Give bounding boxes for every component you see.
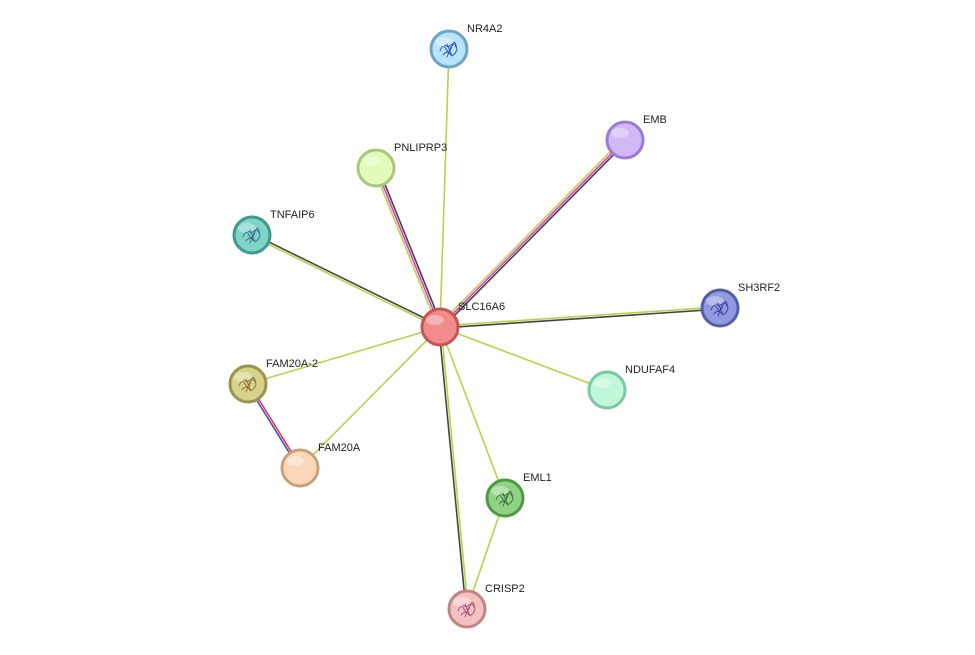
node-highlight bbox=[453, 597, 471, 607]
edge-slc16a6-fam20a-2[interactable] bbox=[247, 326, 441, 385]
node-tnfaip6[interactable]: TNFAIP6 bbox=[232, 209, 315, 255]
edge-evidence-line bbox=[440, 308, 721, 329]
edge-slc16a6-eml1[interactable] bbox=[439, 326, 506, 499]
edge-evidence-line bbox=[439, 48, 450, 328]
edge-evidence-line bbox=[251, 235, 440, 329]
node-label: NDUFAF4 bbox=[625, 364, 675, 376]
node-highlight bbox=[286, 456, 304, 466]
node-label: EML1 bbox=[523, 472, 552, 484]
edge-evidence-line bbox=[299, 326, 441, 469]
node-ndufaf4[interactable]: NDUFAF4 bbox=[587, 364, 675, 410]
node-fam20a[interactable]: FAM20A bbox=[280, 442, 361, 488]
node-circle[interactable] bbox=[587, 370, 627, 410]
node-label: PNLIPRP3 bbox=[394, 142, 447, 154]
edge-evidence-line bbox=[252, 233, 441, 327]
edge-slc16a6-tnfaip6[interactable] bbox=[251, 233, 441, 329]
node-pnliprp3[interactable]: PNLIPRP3 bbox=[356, 142, 447, 188]
protein-structure-icon bbox=[710, 300, 729, 317]
node-highlight bbox=[435, 37, 453, 47]
edge-evidence-line bbox=[375, 167, 441, 328]
edge-evidence-line bbox=[440, 140, 628, 330]
node-label: CRISP2 bbox=[485, 583, 525, 595]
edge-evidence-line bbox=[437, 137, 625, 327]
node-emb[interactable]: EMB bbox=[605, 114, 667, 160]
protein-structure-icon bbox=[495, 490, 514, 507]
edge-evidence-line bbox=[439, 139, 626, 328]
node-circle[interactable] bbox=[605, 120, 645, 160]
node-highlight bbox=[593, 378, 611, 388]
edge-evidence-line bbox=[440, 326, 469, 609]
edges-layer bbox=[246, 48, 721, 610]
node-label: FAM20A-2 bbox=[266, 358, 318, 370]
node-circle[interactable] bbox=[420, 307, 460, 347]
protein-structure-icon bbox=[457, 601, 476, 618]
node-nr4a2[interactable]: NR4A2 bbox=[429, 23, 502, 69]
node-label: TNFAIP6 bbox=[270, 209, 315, 221]
node-eml1[interactable]: EML1 bbox=[485, 472, 552, 518]
edge-evidence-line bbox=[377, 166, 443, 327]
node-highlight bbox=[362, 156, 380, 166]
node-highlight bbox=[238, 223, 256, 233]
node-slc16a6[interactable]: SLC16A6 bbox=[420, 301, 505, 347]
edge-evidence-line bbox=[438, 327, 467, 610]
node-highlight bbox=[611, 128, 629, 138]
node-sh3rf2[interactable]: SH3RF2 bbox=[700, 282, 780, 328]
node-circle[interactable] bbox=[356, 148, 396, 188]
node-label: SH3RF2 bbox=[738, 282, 780, 294]
edge-evidence-line bbox=[373, 168, 439, 329]
edge-evidence-line bbox=[439, 326, 506, 499]
node-label: FAM20A bbox=[318, 442, 361, 454]
node-highlight bbox=[234, 372, 252, 382]
node-label: EMB bbox=[643, 114, 667, 126]
protein-structure-icon bbox=[439, 41, 458, 58]
edge-slc16a6-nr4a2[interactable] bbox=[439, 48, 450, 328]
edge-evidence-line bbox=[439, 306, 720, 327]
node-highlight bbox=[706, 296, 724, 306]
edge-evidence-line bbox=[247, 326, 441, 385]
edge-slc16a6-sh3rf2[interactable] bbox=[439, 306, 721, 329]
edge-eml1-crisp2[interactable] bbox=[466, 497, 506, 610]
node-highlight bbox=[491, 486, 509, 496]
edge-slc16a6-emb[interactable] bbox=[437, 137, 628, 330]
node-highlight bbox=[426, 315, 444, 325]
node-label: NR4A2 bbox=[467, 23, 502, 35]
node-circle[interactable] bbox=[280, 448, 320, 488]
edge-evidence-line bbox=[466, 497, 506, 610]
edge-slc16a6-ndufaf4[interactable] bbox=[439, 326, 608, 391]
protein-structure-icon bbox=[242, 227, 261, 244]
edge-slc16a6-crisp2[interactable] bbox=[438, 326, 469, 610]
node-fam20a-2[interactable]: FAM20A-2 bbox=[228, 358, 318, 404]
edge-slc16a6-pnliprp3[interactable] bbox=[373, 166, 443, 329]
edge-evidence-line bbox=[439, 326, 608, 391]
node-crisp2[interactable]: CRISP2 bbox=[447, 583, 525, 629]
protein-structure-icon bbox=[238, 376, 257, 393]
node-label: SLC16A6 bbox=[458, 301, 505, 313]
edge-slc16a6-fam20a[interactable] bbox=[299, 326, 441, 469]
